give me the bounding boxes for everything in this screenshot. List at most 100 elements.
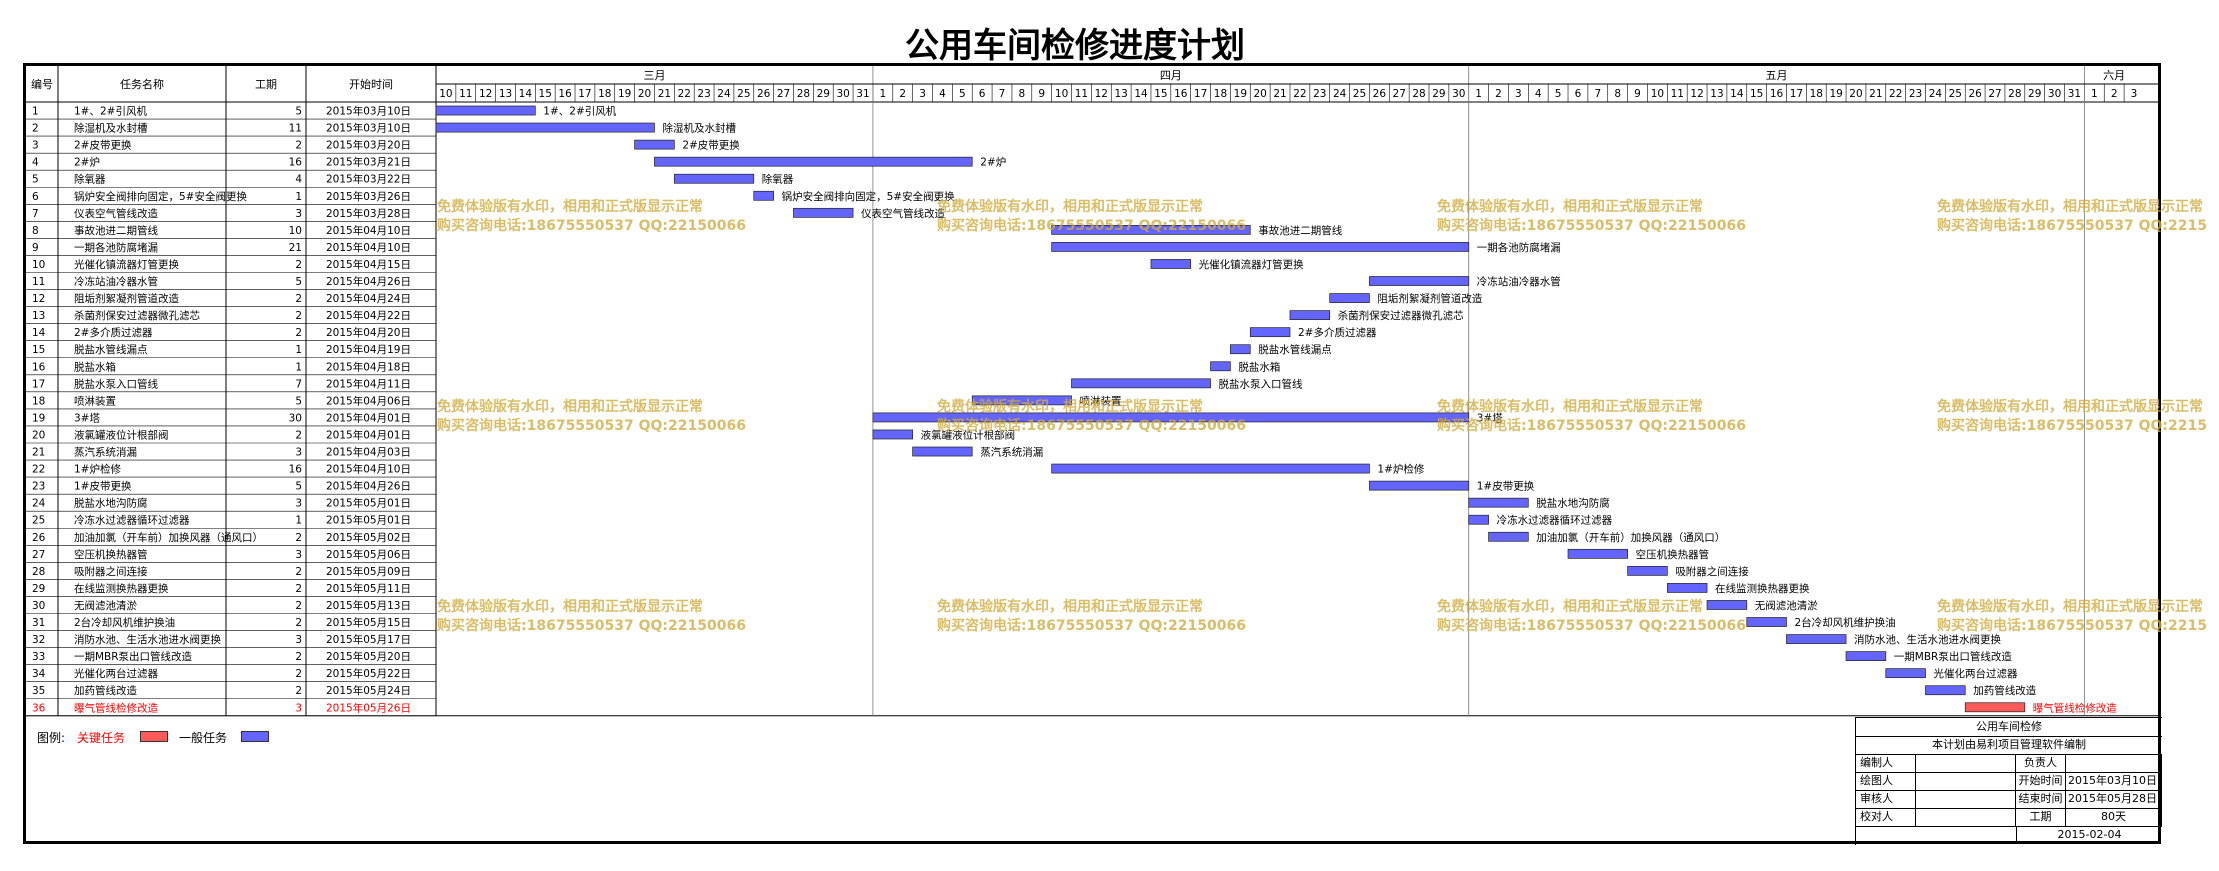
bar-label: 液氯罐液位计根部阀 xyxy=(921,428,1016,441)
task-start: 2015年03月22日 xyxy=(326,173,411,186)
day-label: 28 xyxy=(1412,88,1425,100)
day-label: 27 xyxy=(777,88,790,100)
task-start: 2015年05月02日 xyxy=(326,531,411,544)
task-name: 在线监测换热器更换 xyxy=(74,582,169,595)
task-start: 2015年05月15日 xyxy=(326,616,411,629)
task-bar xyxy=(1329,293,1370,303)
task-name: 脱盐水箱 xyxy=(74,360,116,373)
task-bar xyxy=(1051,225,1251,235)
task-name: 冷冻站油冷器水管 xyxy=(74,275,158,288)
info-table: 公用车间检修 本计划由易利项目管理软件编制 编制人 负责人 绘图人 开始时间 2… xyxy=(1855,717,2162,845)
info-label: 审核人 xyxy=(1856,790,1916,808)
task-bar xyxy=(1051,463,1370,474)
task-bar xyxy=(912,446,973,457)
task-id: 24 xyxy=(32,498,46,510)
day-label: 4 xyxy=(1535,88,1542,100)
task-name: 一期MBR泵出口管线改造 xyxy=(74,650,193,663)
bar-label: 脱盐水地沟防腐 xyxy=(1536,497,1610,510)
day-label: 31 xyxy=(2068,88,2081,100)
task-start: 2015年03月10日 xyxy=(326,122,411,135)
day-label: 15 xyxy=(539,88,552,100)
task-name: 喷淋装置 xyxy=(74,394,116,407)
info-row: 校对人 工期 80天 xyxy=(1856,808,2162,827)
task-duration: 1 xyxy=(295,361,302,373)
day-label: 10 xyxy=(1651,88,1664,100)
task-duration: 2 xyxy=(295,617,302,629)
task-bar xyxy=(435,122,655,133)
task-id: 18 xyxy=(32,395,45,407)
task-id: 22 xyxy=(32,464,45,476)
task-bar xyxy=(1885,668,1926,679)
day-label: 28 xyxy=(2008,88,2021,100)
task-start: 2015年03月21日 xyxy=(326,156,411,169)
info-row: 2015-02-04 xyxy=(1856,826,2162,844)
task-id: 7 xyxy=(32,208,39,220)
task-bar xyxy=(1706,600,1748,610)
day-label: 10 xyxy=(1055,88,1068,100)
bar-label: 1#炉检修 xyxy=(1377,463,1424,476)
task-id: 19 xyxy=(32,412,45,424)
task-start: 2015年05月09日 xyxy=(326,565,411,578)
task-name: 蒸汽系统消漏 xyxy=(74,446,137,459)
day-label: 1 xyxy=(1475,88,1482,100)
task-bar xyxy=(634,139,675,150)
bar-label: 事故池进二期管线 xyxy=(1258,224,1342,237)
task-name: 加油加氯（开车前）加换风器（通风口） xyxy=(74,531,263,544)
task-bar xyxy=(1666,583,1708,593)
bar-label: 除湿机及水封槽 xyxy=(662,122,736,135)
bar-label: 喷淋装置 xyxy=(1080,394,1122,407)
task-duration: 30 xyxy=(289,412,302,424)
task-name: 除湿机及水封槽 xyxy=(74,122,148,135)
bar-label: 冷冻水过滤器循环过滤器 xyxy=(1497,514,1613,527)
day-label: 30 xyxy=(1452,88,1465,100)
task-start: 2015年04月22日 xyxy=(326,309,411,322)
day-label: 5 xyxy=(959,88,966,100)
task-bar xyxy=(1369,480,1470,491)
task-name: 杀菌剂保安过滤器微孔滤芯 xyxy=(74,309,200,322)
task-start: 2015年04月26日 xyxy=(326,480,411,493)
task-name: 1#、2#引风机 xyxy=(74,105,147,118)
day-label: 23 xyxy=(697,88,710,100)
info-label: 工期 xyxy=(2016,808,2066,826)
day-label: 26 xyxy=(1968,88,1982,100)
column-header: 工期 xyxy=(255,78,277,91)
info-label: 开始时间 xyxy=(2016,772,2066,790)
task-start: 2015年04月10日 xyxy=(326,241,411,254)
bar-label: 3#塔 xyxy=(1477,411,1503,424)
task-name: 2#炉 xyxy=(74,157,100,169)
info-label: 结束时间 xyxy=(2016,790,2066,808)
day-label: 22 xyxy=(1889,88,1902,100)
task-duration: 3 xyxy=(295,702,302,714)
info-value: 2015年03月10日 xyxy=(2066,772,2162,790)
task-id: 1 xyxy=(32,106,39,118)
task-name: 消防水池、生活水池进水阀更换 xyxy=(74,633,221,646)
info-value xyxy=(1916,754,2016,772)
day-label: 16 xyxy=(1174,88,1188,100)
task-bar xyxy=(1468,497,1529,508)
day-label: 29 xyxy=(2028,88,2041,100)
task-duration: 3 xyxy=(295,498,302,510)
info-note: 本计划由易利项目管理软件编制 xyxy=(1856,736,2162,755)
info-label: 编制人 xyxy=(1856,754,1916,772)
info-value xyxy=(1916,790,2016,808)
day-label: 8 xyxy=(1019,88,1026,100)
task-start: 2015年04月20日 xyxy=(326,326,411,339)
task-id: 21 xyxy=(32,447,45,459)
day-label: 16 xyxy=(558,88,572,100)
day-label: 11 xyxy=(459,88,472,100)
task-duration: 16 xyxy=(289,464,303,476)
task-start: 2015年05月26日 xyxy=(326,701,411,714)
day-label: 7 xyxy=(999,88,1006,100)
legend-label: 图例: xyxy=(37,731,66,745)
bar-label: 1#皮带更换 xyxy=(1477,480,1535,493)
bar-label: 冷冻站油冷器水管 xyxy=(1477,275,1561,288)
task-id: 23 xyxy=(32,481,45,493)
month-label: 四月 xyxy=(1160,69,1182,82)
day-label: 5 xyxy=(1555,88,1562,100)
legend-critical-label: 关键任务 xyxy=(77,731,126,745)
day-label: 7 xyxy=(1594,88,1601,100)
day-label: 9 xyxy=(1634,88,1641,100)
info-value xyxy=(2066,754,2162,772)
day-label: 18 xyxy=(598,88,611,100)
task-id: 28 xyxy=(32,566,45,578)
